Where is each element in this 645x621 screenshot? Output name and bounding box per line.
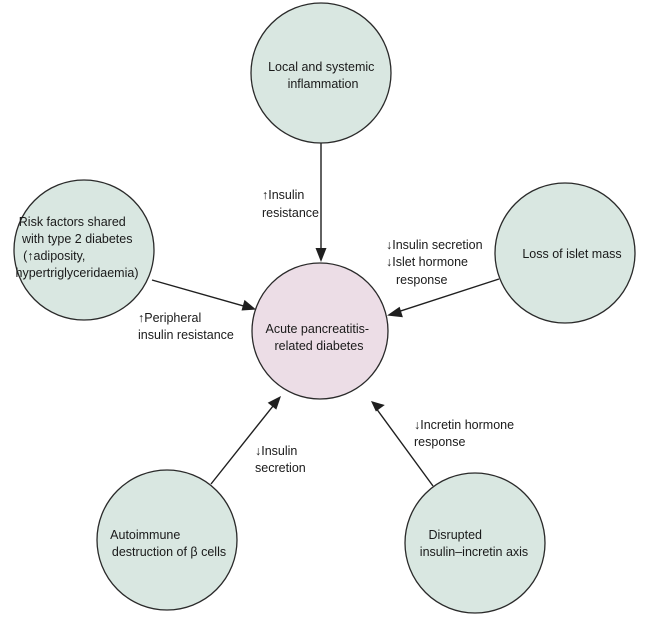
edge-label-inflammation: ↑Insulin resistance	[262, 188, 319, 220]
node-labels: Local and systemic inflammation Risk fac…	[16, 60, 622, 559]
node-inflammation-circle	[250, 2, 392, 144]
center-node-circle	[251, 262, 389, 400]
node-autoimmune-circle	[96, 469, 238, 611]
node-autoimmune-label: Autoimmune destruction of β cells	[110, 528, 226, 559]
arrow-autoimmune-to-center	[210, 396, 281, 485]
arrow-incretin-to-center	[371, 401, 434, 487]
arrow-risk-factors-to-center	[151, 279, 256, 311]
node-incretin-label: Disrupted insulin–incretin axis	[420, 528, 528, 559]
edge-label-incretin: ↓Incretin hormone response	[414, 418, 518, 449]
node-risk-factors-circle	[13, 179, 155, 321]
node-islet-mass-label: Loss of islet mass	[522, 247, 621, 261]
center-node-label: Acute pancreatitis- related diabetes	[265, 322, 372, 353]
edge-label-risk-factors: ↑Peripheral insulin resistance	[138, 311, 234, 342]
nodes	[13, 2, 636, 614]
node-risk-factors-label: Risk factors shared with type 2 diabetes…	[16, 215, 139, 280]
arrows	[151, 142, 500, 487]
node-inflammation-label: Local and systemic inflammation	[268, 60, 378, 91]
node-incretin-circle	[404, 472, 546, 614]
arrow-islet-mass-to-center	[387, 278, 500, 318]
edge-label-autoimmune: ↓Insulin secretion	[255, 444, 306, 475]
edge-label-islet-mass: ↓Insulin secretion ↓Islet hormone respon…	[386, 238, 486, 287]
edge-labels: ↑Insulin resistance ↑Peripheral insulin …	[138, 188, 518, 475]
arrow-inflammation-to-center	[315, 142, 327, 262]
node-islet-mass-circle	[494, 182, 636, 324]
